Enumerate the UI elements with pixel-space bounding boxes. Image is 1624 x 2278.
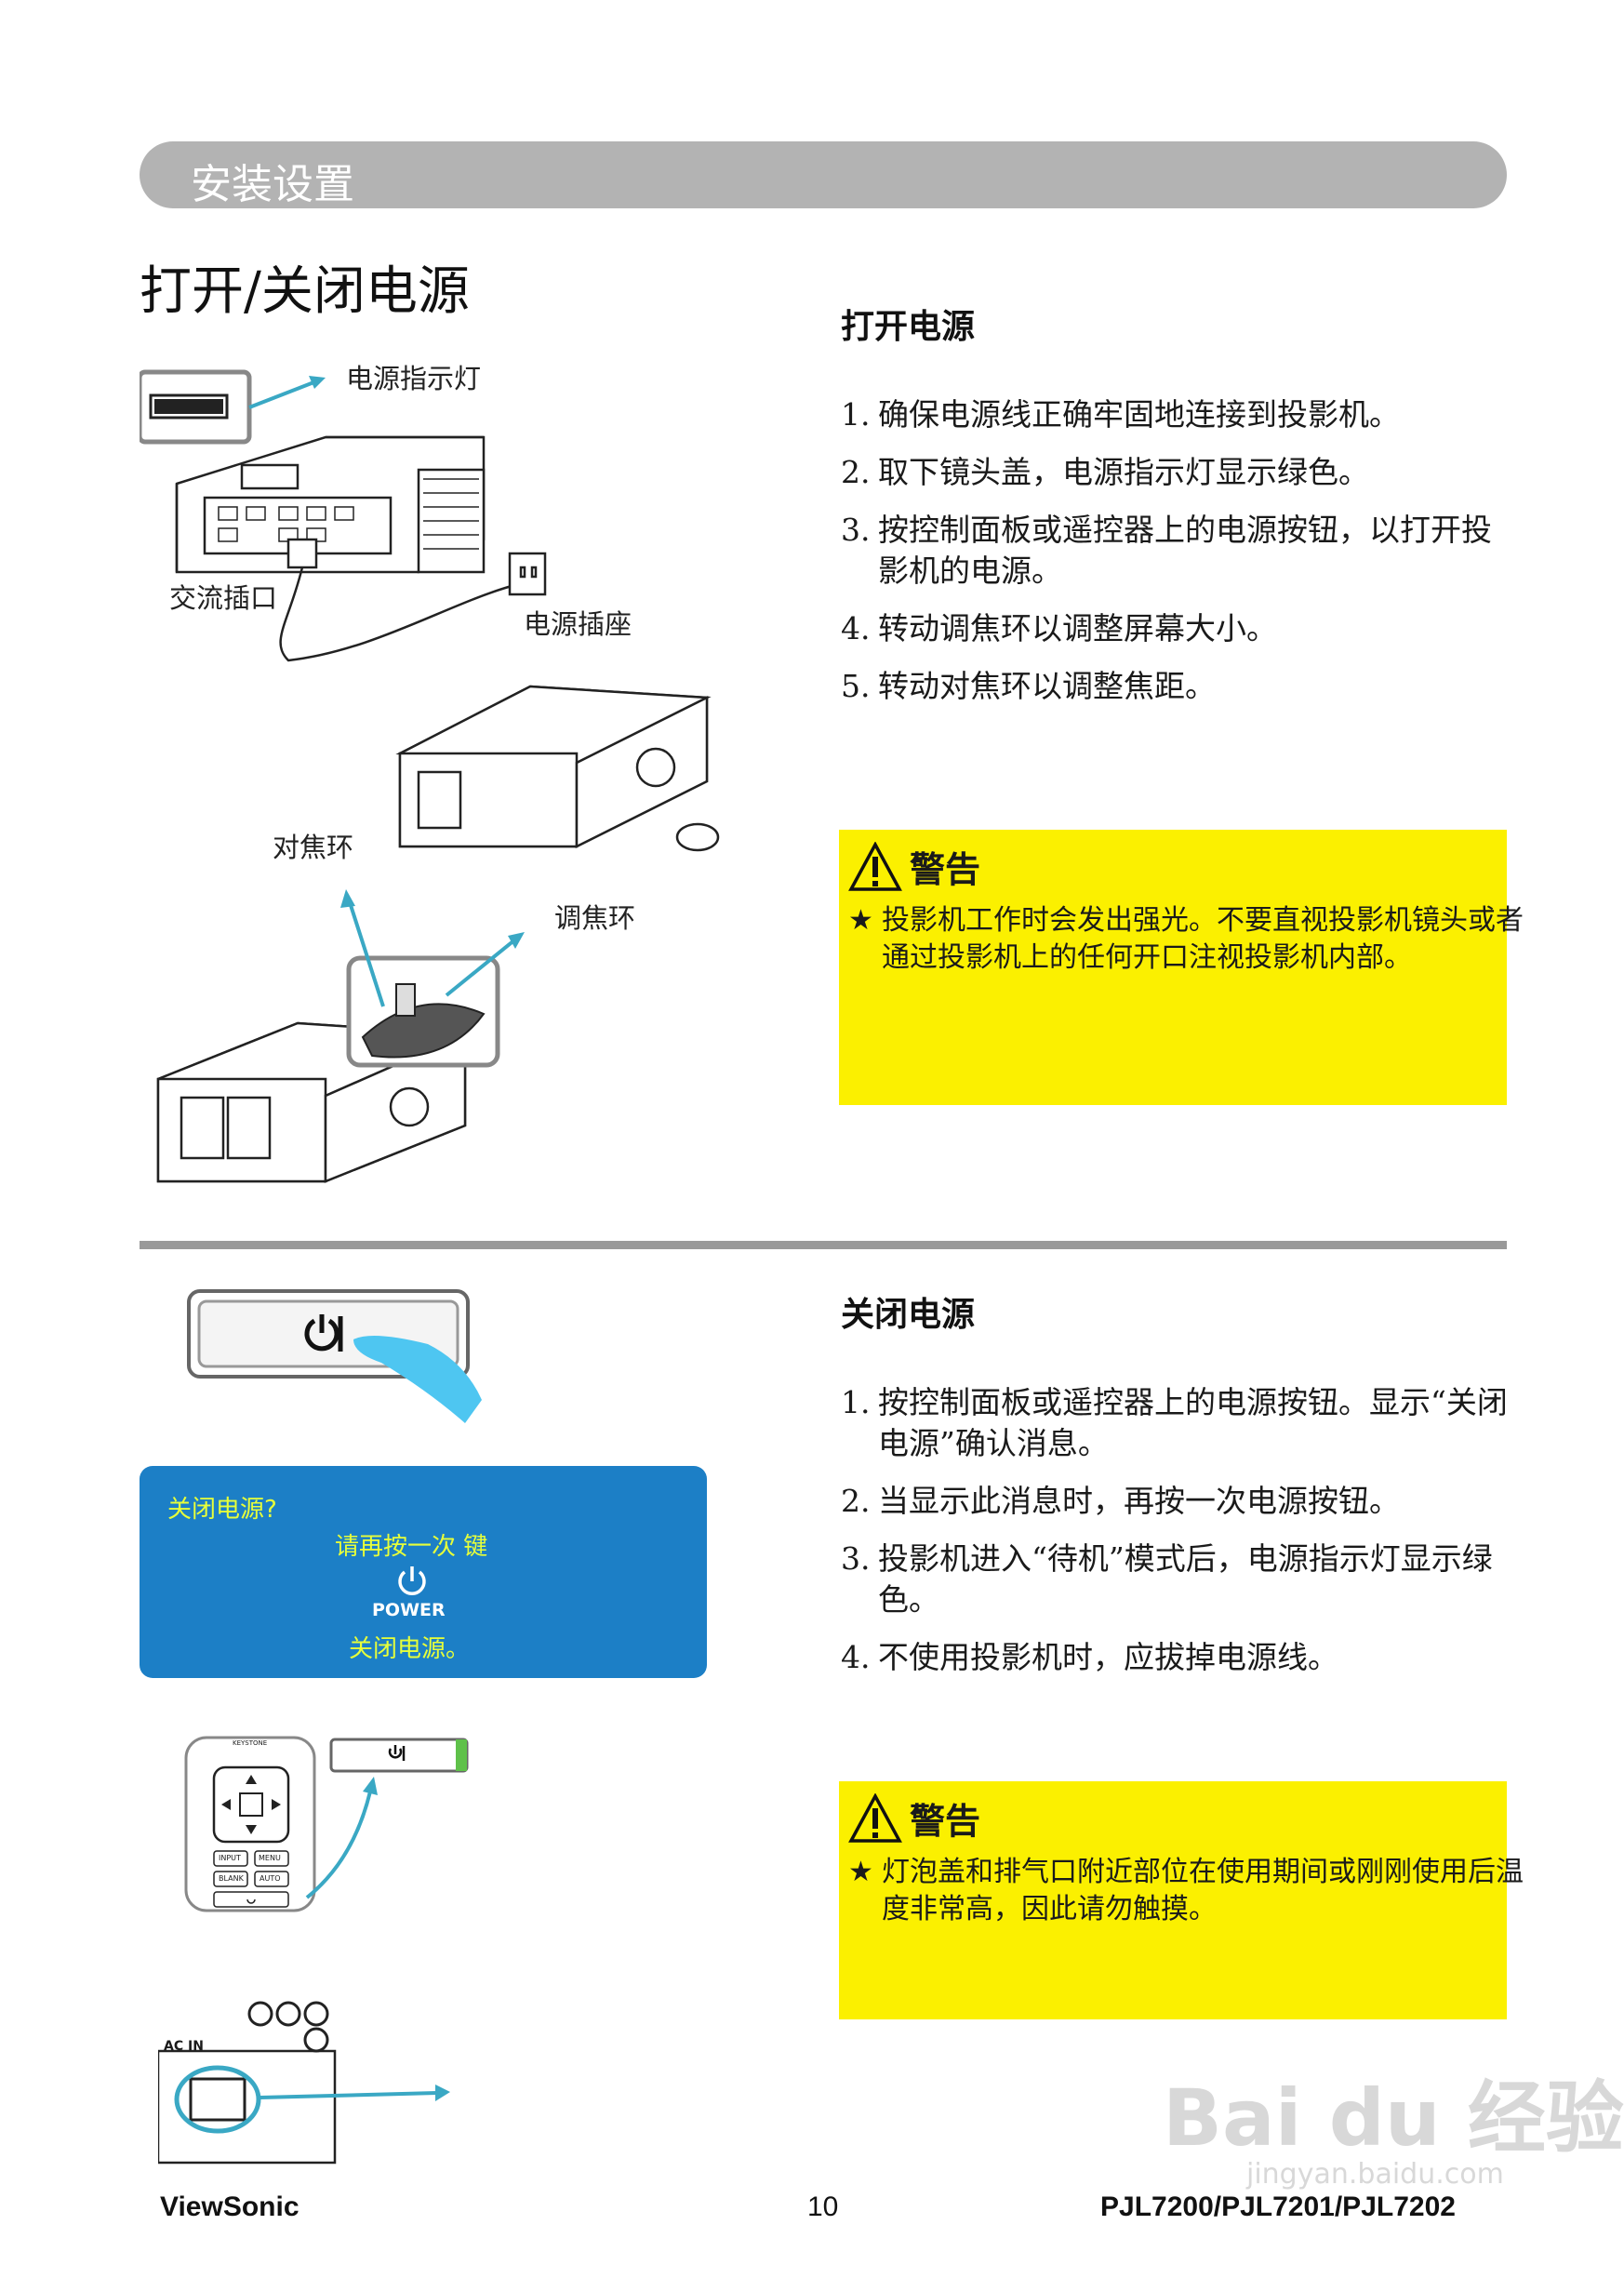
step-number: 1. [841, 396, 871, 433]
list-item: 3.投影机进入“待机”模式后，电源指示灯显示绿色。 [841, 1539, 1511, 1620]
footer-model: PJL7200/PJL7201/PJL7202 [1100, 2191, 1456, 2222]
zoom-ring-label: 调焦环 [554, 902, 636, 934]
warning-text: 投影机工作时会发出强光。不要直视投影机镜头或者通过投影机上的任何开口注视投影机内… [882, 904, 1524, 974]
focus-ring-label: 对焦环 [273, 832, 354, 863]
power-outlet-label: 电源插座 [524, 608, 632, 640]
footer-brand: ViewSonic [160, 2191, 300, 2222]
step-number: 2. [841, 454, 871, 490]
list-item: 2.当显示此消息时，再按一次电源按钮。 [841, 1481, 1511, 1522]
step-text: 投影机进入“待机”模式后，电源指示灯显示绿色。 [878, 1540, 1493, 1618]
section-divider [140, 1241, 1507, 1249]
power-on-heading: 打开电源 [841, 307, 976, 346]
list-item: 4.不使用投影机时，应拔掉电源线。 [841, 1637, 1511, 1678]
footer-page-number: 10 [807, 2191, 839, 2222]
power-icon [398, 1566, 426, 1595]
remote-blank-label: BLANK [219, 1874, 244, 1883]
list-item: 2.取下镜头盖，电源指示灯显示绿色。 [841, 452, 1511, 493]
step-number: 1. [841, 1384, 871, 1420]
ac-inlet-illustration [158, 2001, 450, 2165]
step-number: 4. [841, 1639, 871, 1675]
list-item: 3.按控制面板或遥控器上的电源按钮，以打开投影机的电源。 [841, 510, 1511, 592]
ac-in-label: AC IN [164, 2039, 204, 2054]
warning-title: 警告 [910, 848, 981, 890]
warning-title-row: 警告 [848, 1792, 980, 1844]
power-on-steps: 1.确保电源线正确牢固地连接到投影机。 2.取下镜头盖，电源指示灯显示绿色。 3… [841, 394, 1511, 724]
step-text: 不使用投影机时，应拔掉电源线。 [878, 1639, 1338, 1675]
step-number: 3. [841, 512, 871, 548]
osd-line-1: 关闭电源? [167, 1496, 277, 1524]
power-off-heading: 关闭电源 [841, 1295, 976, 1334]
remote-keystone-label: KEYSTONE [233, 1739, 268, 1747]
list-item: 1.按控制面板或遥控器上的电源按钮。显示“关闭电源”确认消息。 [841, 1382, 1511, 1464]
step-number: 3. [841, 1540, 871, 1577]
warning-triangle-icon [848, 1792, 902, 1843]
remote-input-label: INPUT [219, 1854, 241, 1862]
step-text: 确保电源线正确牢固地连接到投影机。 [878, 396, 1400, 433]
step-number: 4. [841, 610, 871, 646]
step-text: 按控制面板或遥控器上的电源按钮。显示“关闭电源”确认消息。 [878, 1384, 1508, 1461]
step-text: 转动调焦环以调整屏幕大小。 [878, 610, 1277, 646]
power-on-warning-box: 警告 ★ 投影机工作时会发出强光。不要直视投影机镜头或者通过投影机上的任何开口注… [839, 830, 1524, 1105]
step-text: 转动对焦环以调整焦距。 [878, 668, 1216, 704]
warning-title: 警告 [910, 1800, 981, 1842]
section-header-bar: 安装设置 [140, 141, 1507, 208]
step-number: 2. [841, 1483, 871, 1519]
osd-line-3: 关闭电源。 [349, 1635, 471, 1663]
list-item: 1.确保电源线正确牢固地连接到投影机。 [841, 394, 1511, 435]
star-bullet-icon: ★ [848, 904, 873, 937]
power-indicator-label: 电源指示灯 [346, 363, 482, 394]
step-text: 当显示此消息时，再按一次电源按钮。 [878, 1483, 1400, 1519]
list-item: 5.转动对焦环以调整焦距。 [841, 666, 1511, 707]
step-text: 按控制面板或遥控器上的电源按钮，以打开投影机的电源。 [878, 512, 1492, 589]
warning-title-row: 警告 [848, 841, 980, 892]
power-icon [304, 1314, 343, 1352]
power-off-warning-box: 警告 ★ 灯泡盖和排气口附近部位在使用期间或刚刚使用后温度非常高，因此请勿触摸。 [839, 1781, 1524, 2019]
page-title: 打开/关闭电源 [140, 261, 470, 322]
list-item: 4.转动调焦环以调整屏幕大小。 [841, 608, 1511, 649]
watermark-url: jingyan.baidu.com [1246, 2158, 1504, 2191]
ac-inlet-label: 交流插口 [169, 582, 278, 614]
warning-text-row: ★ 灯泡盖和排气口附近部位在使用期间或刚刚使用后温度非常高，因此请勿触摸。 [848, 1854, 1533, 1928]
power-off-steps: 1.按控制面板或遥控器上的电源按钮。显示“关闭电源”确认消息。 2.当显示此消息… [841, 1382, 1511, 1695]
star-bullet-icon: ★ [848, 1856, 873, 1888]
warning-text-row: ★ 投影机工作时会发出强光。不要直视投影机镜头或者通过投影机上的任何开口注视投影… [848, 902, 1533, 977]
section-title: 安装设置 [191, 161, 354, 208]
remote-auto-label: AUTO [260, 1874, 281, 1883]
osd-power-word: POWER [372, 1600, 446, 1620]
remote-control-illustration [184, 1736, 469, 1912]
power-off-osd: 关闭电源? 请再按一次 键 POWER 关闭电源。 [140, 1466, 707, 1678]
warning-text: 灯泡盖和排气口附近部位在使用期间或刚刚使用后温度非常高，因此请勿触摸。 [882, 1856, 1524, 1925]
osd-line-2: 请再按一次 键 [335, 1533, 488, 1561]
step-number: 5. [841, 668, 871, 704]
warning-triangle-icon [848, 841, 902, 891]
power-on-illustration [140, 369, 720, 1183]
step-text: 取下镜头盖，电源指示灯显示绿色。 [878, 454, 1369, 490]
watermark-logo: Bai du 经验 [1163, 2072, 1624, 2164]
remote-menu-label: MENU [259, 1854, 281, 1862]
power-button-illustration [187, 1289, 482, 1423]
